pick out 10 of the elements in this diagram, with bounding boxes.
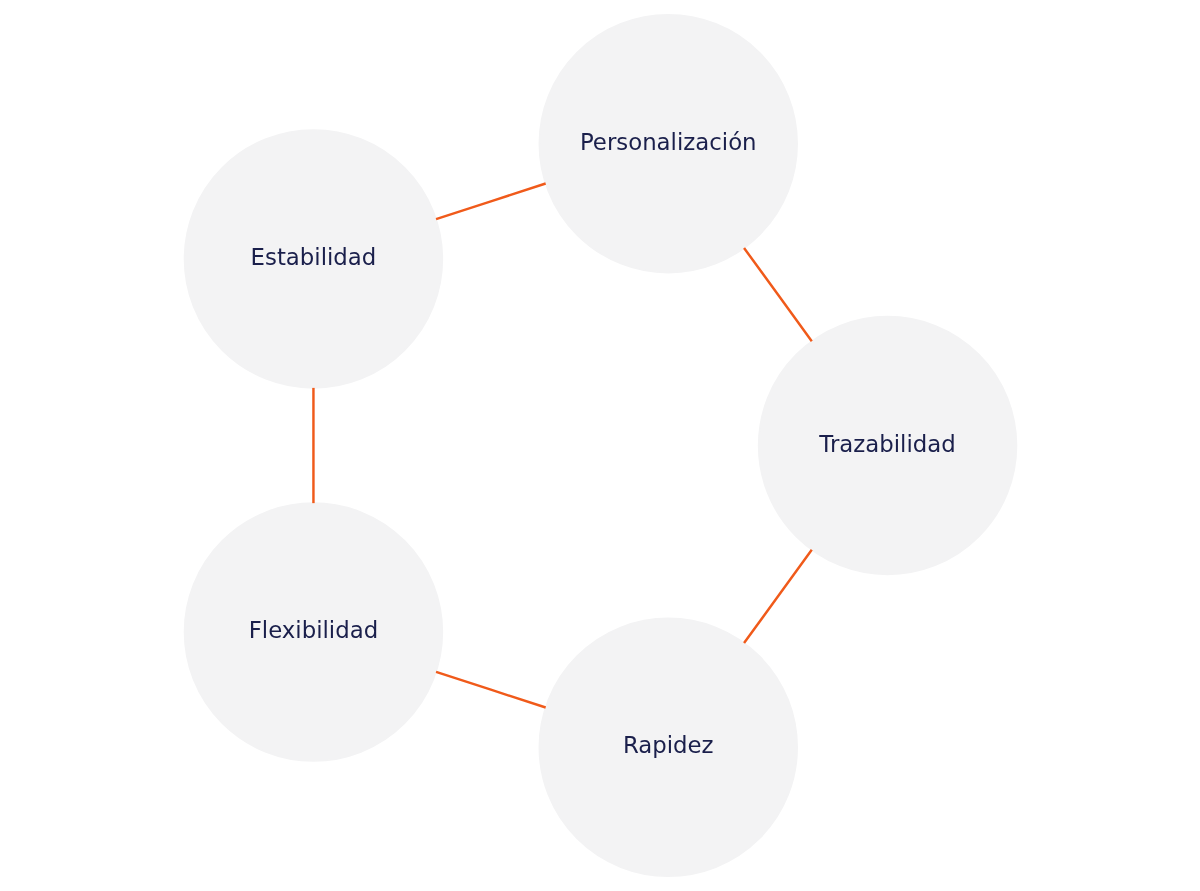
node-circle: Rapidez — [538, 617, 798, 878]
connector — [742, 247, 813, 342]
connector — [435, 182, 546, 221]
connector — [311, 387, 315, 504]
node-circle: Estabilidad — [183, 129, 443, 389]
connector — [742, 549, 813, 644]
node-circle: Trazabilidad — [757, 315, 1017, 576]
node-circle: Flexibilidad — [183, 502, 443, 762]
connector — [435, 670, 546, 709]
node-circle: Personalización — [538, 13, 798, 274]
